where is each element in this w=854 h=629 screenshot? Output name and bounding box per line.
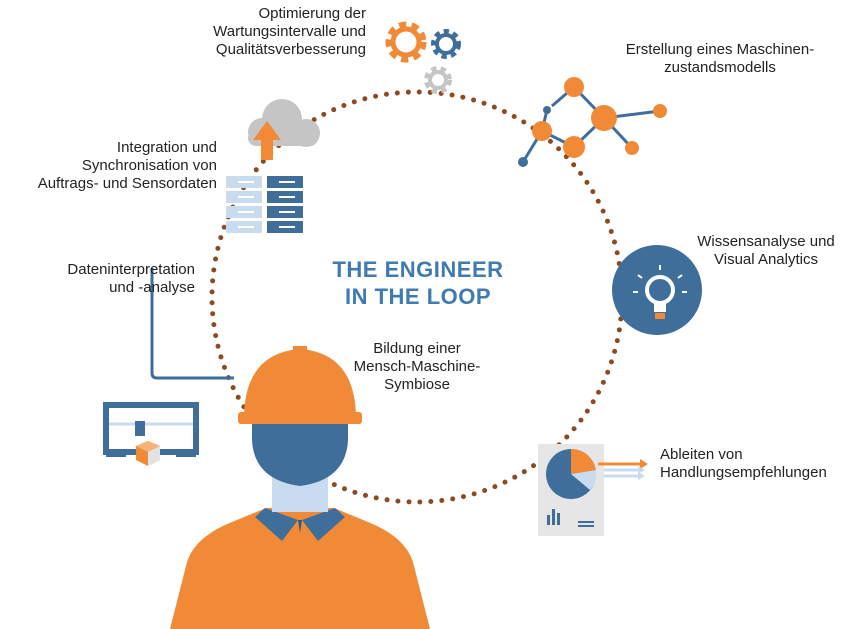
title-line-1: THE ENGINEER [332, 257, 504, 282]
label-optimierung-line-2: Wartungsintervalle und [213, 23, 366, 40]
label-dateninterpretation-line-2: und -analyse [109, 279, 195, 296]
label-integration-line-3: Auftrags- und Sensordaten [37, 175, 217, 192]
network-icon [518, 77, 667, 167]
label-integration-line-1: Integration und [116, 139, 217, 156]
cloud-server-icon [226, 99, 320, 233]
label-erstellung-line-1: Erstellung eines Maschinen- [625, 41, 815, 58]
label-optimierung-line-1: Optimierung der [258, 5, 366, 22]
label-bildung: Bildung einer Mensch-Maschine- Symbiose [342, 340, 492, 394]
diagram-title: THE ENGINEER IN THE LOOP [300, 256, 536, 310]
label-erstellung-line-2: zustandsmodells [664, 59, 776, 76]
report-chart-icon [538, 444, 648, 536]
gears-icon [385, 21, 461, 94]
title-line-2: IN THE LOOP [344, 284, 492, 309]
label-ableiten-line-1: Ableiten von [660, 446, 743, 463]
label-optimierung: Optimierung der Wartungsintervalle und Q… [170, 5, 366, 59]
label-ableiten-line-2: Handlungsempfehlungen [660, 464, 827, 481]
label-integration-line-2: Synchronisation von [81, 157, 217, 174]
label-bildung-line-1: Bildung einer [373, 340, 461, 357]
label-dateninterpretation: Dateninterpretation und -analyse [30, 261, 195, 297]
label-optimierung-line-3: Qualitätsverbesserung [215, 41, 366, 58]
label-wissensanalyse-line-1: Wissensanalyse und [697, 233, 835, 250]
label-bildung-line-3: Symbiose [384, 376, 450, 393]
label-dateninterpretation-line-1: Dateninterpretation [67, 261, 195, 278]
label-erstellung: Erstellung eines Maschinen- zustandsmode… [612, 41, 828, 77]
label-ableiten: Ableiten von Handlungsempfehlungen [660, 446, 850, 482]
label-bildung-line-2: Mensch-Maschine- [353, 358, 481, 375]
3d-printer-icon [103, 268, 234, 466]
label-integration: Integration und Synchronisation von Auft… [15, 139, 217, 193]
label-wissensanalyse-line-2: Visual Analytics [714, 251, 818, 268]
label-wissensanalyse: Wissensanalyse und Visual Analytics [678, 233, 854, 269]
lightbulb-icon [612, 245, 702, 335]
engineer-icon [170, 346, 430, 629]
